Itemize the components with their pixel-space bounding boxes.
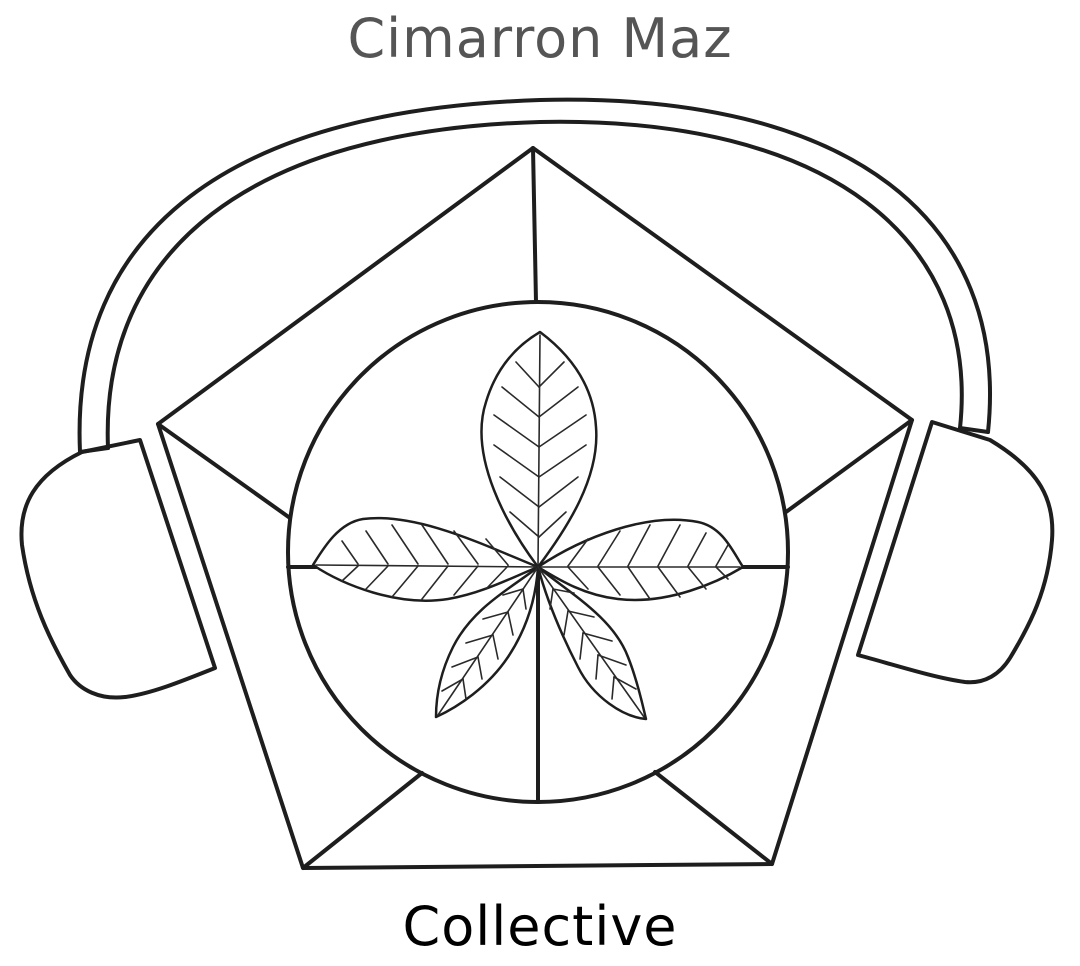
- ear-cup-left: [19, 438, 217, 700]
- spoke-right: [784, 418, 914, 514]
- leaflet-bottom-left: [434, 565, 540, 719]
- leaflet-top: [480, 330, 598, 569]
- headband-outer: [77, 97, 992, 454]
- pentagon-outline: [156, 146, 914, 870]
- chestnut-leaf-icon: [311, 330, 745, 721]
- ear-cup-right: [856, 420, 1055, 685]
- leaflet-bottom-right: [536, 565, 648, 721]
- spoke-left: [156, 422, 292, 520]
- spoke-top: [531, 146, 538, 304]
- leaflet-right: [536, 518, 745, 602]
- logo-title: Cimarron Maz: [347, 7, 733, 70]
- spoke-bottom-right: [653, 770, 774, 866]
- headband-tip-right: [958, 426, 990, 434]
- logo-subtitle: Collective: [402, 895, 678, 958]
- spoke-bottom-left: [301, 771, 424, 870]
- headband-inner: [105, 119, 964, 450]
- leaflet-left: [311, 516, 540, 602]
